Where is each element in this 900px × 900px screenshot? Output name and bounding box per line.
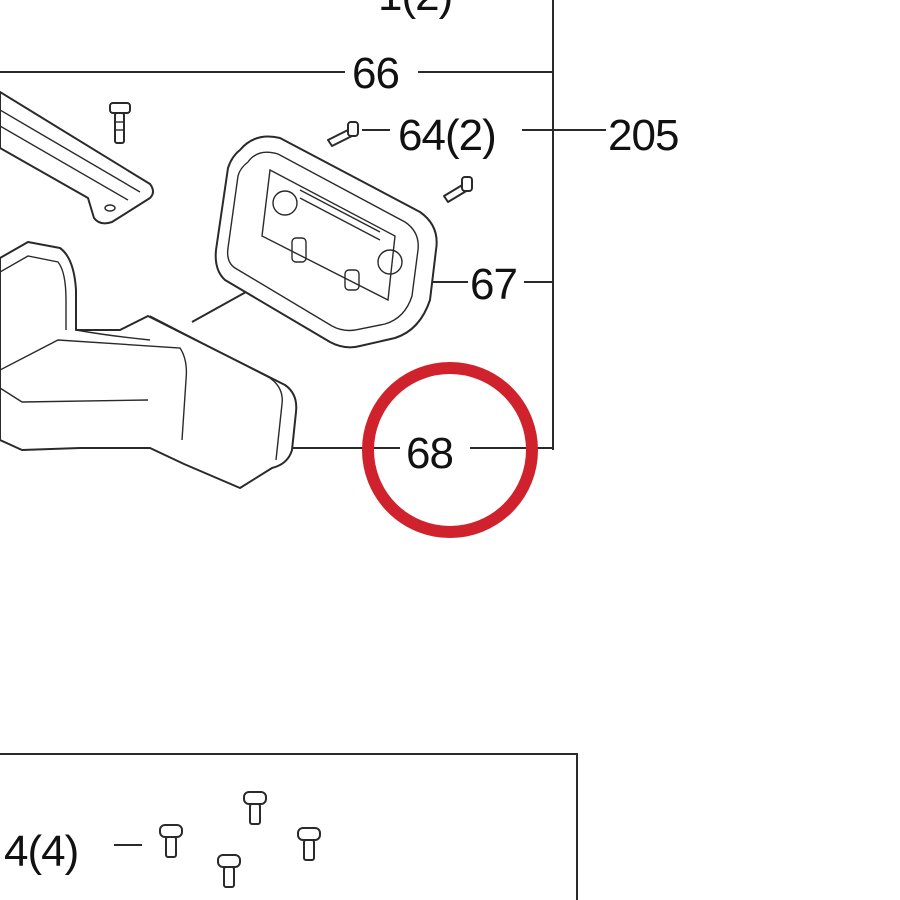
screw-icon <box>159 824 183 858</box>
screw-icon <box>217 854 241 888</box>
hardware-box <box>0 753 578 900</box>
screw-64-upper <box>327 121 359 147</box>
screw-icon <box>109 102 131 144</box>
bracket-plate <box>0 91 154 225</box>
label-64: 64(2) <box>398 111 496 160</box>
handle-grip-68 <box>0 241 298 489</box>
label-205: 205 <box>608 111 678 160</box>
screw-64-lower <box>443 176 473 203</box>
screw-icon <box>297 827 321 861</box>
screw-icon <box>243 791 267 825</box>
label-67: 67 <box>470 260 517 309</box>
label-4: 4(4) <box>4 827 78 876</box>
label-68: 68 <box>406 429 453 478</box>
label-66: 66 <box>352 49 399 98</box>
highlight-circle <box>362 362 538 538</box>
label-top-partial: 1(2) <box>378 0 452 20</box>
housing-cover-67 <box>214 135 438 349</box>
